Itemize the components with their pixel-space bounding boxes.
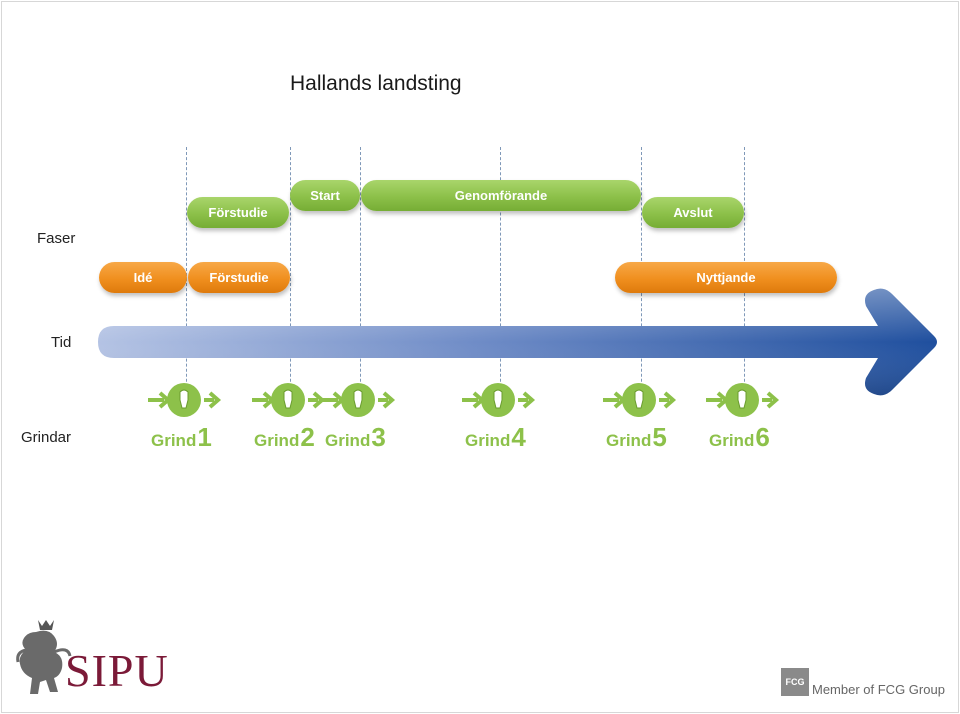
page-title: Hallands landsting (290, 72, 462, 95)
fcg-member-text: Member of FCG Group (812, 682, 945, 697)
time-arrow (98, 288, 937, 396)
gate-6-icon (706, 383, 780, 417)
phase-genomforande: Genomförande (361, 180, 641, 211)
gate-5-icon (603, 383, 677, 417)
phase-forstudie-green: Förstudie (187, 197, 289, 228)
sipu-logo-text: SIPU (65, 645, 169, 696)
phase-forstudie-orange: Förstudie (188, 262, 290, 293)
gate-label-1: Grind1 (151, 422, 212, 452)
gate-line-2 (290, 147, 291, 407)
phase-start: Start (290, 180, 360, 211)
gate-1-icon (148, 383, 222, 417)
phase-nyttjande: Nyttjande (615, 262, 837, 293)
gate-2-icon (252, 383, 326, 417)
row-label-faser: Faser (37, 230, 76, 247)
gate-label-5: Grind5 (606, 422, 667, 452)
gate-line-3 (360, 147, 361, 407)
gate-3-icon (322, 383, 396, 417)
fcg-logo: FCG (781, 668, 809, 696)
gate-label-6: Grind6 (709, 422, 770, 452)
gate-line-4 (500, 147, 501, 407)
row-label-tid: Tid (51, 334, 72, 351)
sipu-lion-icon (16, 620, 72, 694)
phase-avslut: Avslut (642, 197, 744, 228)
row-label-grindar: Grindar (21, 429, 72, 446)
gate-label-4: Grind4 (465, 422, 526, 452)
gate-arrow-icon (148, 391, 172, 409)
gate-label-2: Grind2 (254, 422, 315, 452)
gate-label-3: Grind3 (325, 422, 386, 452)
gate-4-icon (462, 383, 536, 417)
phase-ide: Idé (99, 262, 187, 293)
